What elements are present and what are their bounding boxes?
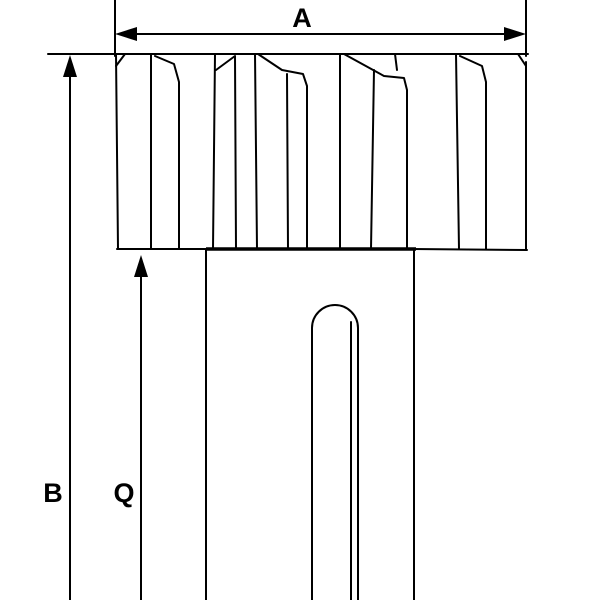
gear-head-bottom-edge-right [411, 248, 528, 251]
dimension-a-arrow-right [504, 27, 526, 41]
dimension-b-label: B [43, 478, 63, 508]
gear-tooth [254, 53, 308, 250]
dimension-q: Q [113, 255, 148, 600]
dimension-b: B [43, 53, 119, 600]
dimension-a: A [114, 0, 527, 57]
gear-tooth [455, 53, 487, 250]
gear-tooth [339, 53, 408, 250]
gear-tooth [212, 53, 237, 250]
dimension-a-label: A [292, 3, 312, 33]
gear-chamfer-right [517, 53, 527, 67]
gear-head [113, 53, 529, 251]
dimension-a-arrow-left [115, 27, 137, 41]
dimension-q-arrow-top [134, 255, 148, 277]
dimension-q-label: Q [113, 478, 134, 508]
gear-chamfer-left [115, 53, 126, 67]
dimension-b-arrow-top [63, 55, 77, 77]
gear-tooth [150, 53, 180, 250]
pinion-shaft [205, 248, 415, 600]
shaft-keyway-slot [311, 304, 359, 600]
gear-head-left-edge [115, 53, 119, 250]
